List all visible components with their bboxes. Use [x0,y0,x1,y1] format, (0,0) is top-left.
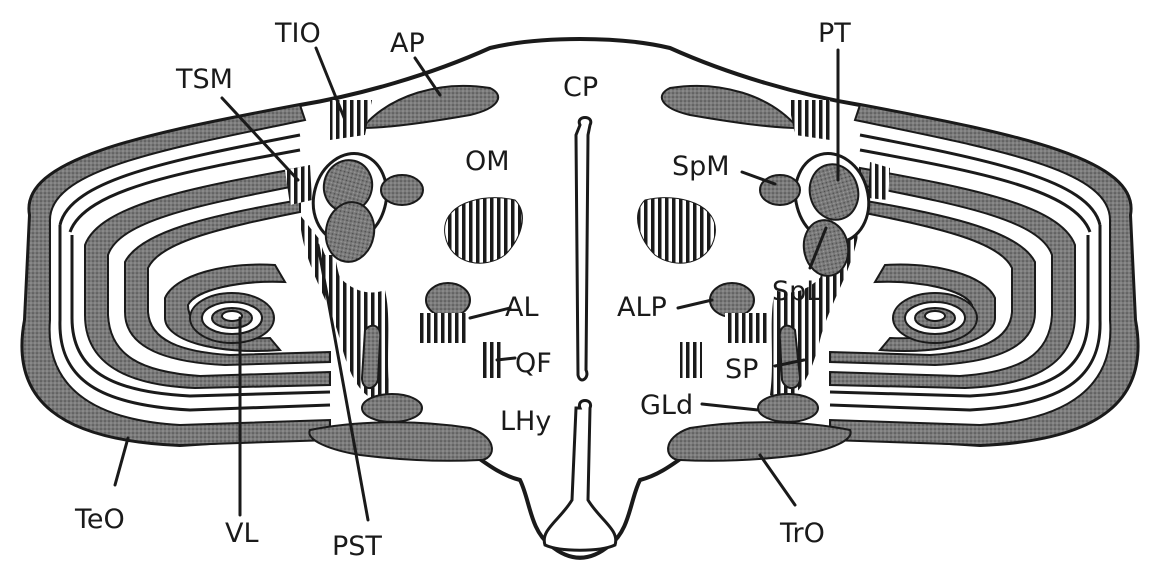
label-spl: SpL [772,276,821,307]
label-lhy: LHy [500,406,551,437]
label-cp: CP [563,72,598,103]
label-sp: SP [725,354,758,385]
label-al: AL [505,292,539,323]
label-pst: PST [332,531,382,562]
label-tro: TrO [779,518,825,549]
label-vl: VL [225,518,259,549]
label-tio: TIO [274,18,321,49]
label-om: OM [465,146,510,177]
label-ap: AP [390,28,425,59]
label-pt: PT [818,18,851,49]
label-qf: QF [515,348,552,379]
label-spm: SpM [672,151,730,182]
label-tsm: TSM [175,64,233,95]
label-alp: ALP [617,292,667,323]
label-gld: GLd [640,390,693,421]
label-teo: TeO [74,504,125,535]
